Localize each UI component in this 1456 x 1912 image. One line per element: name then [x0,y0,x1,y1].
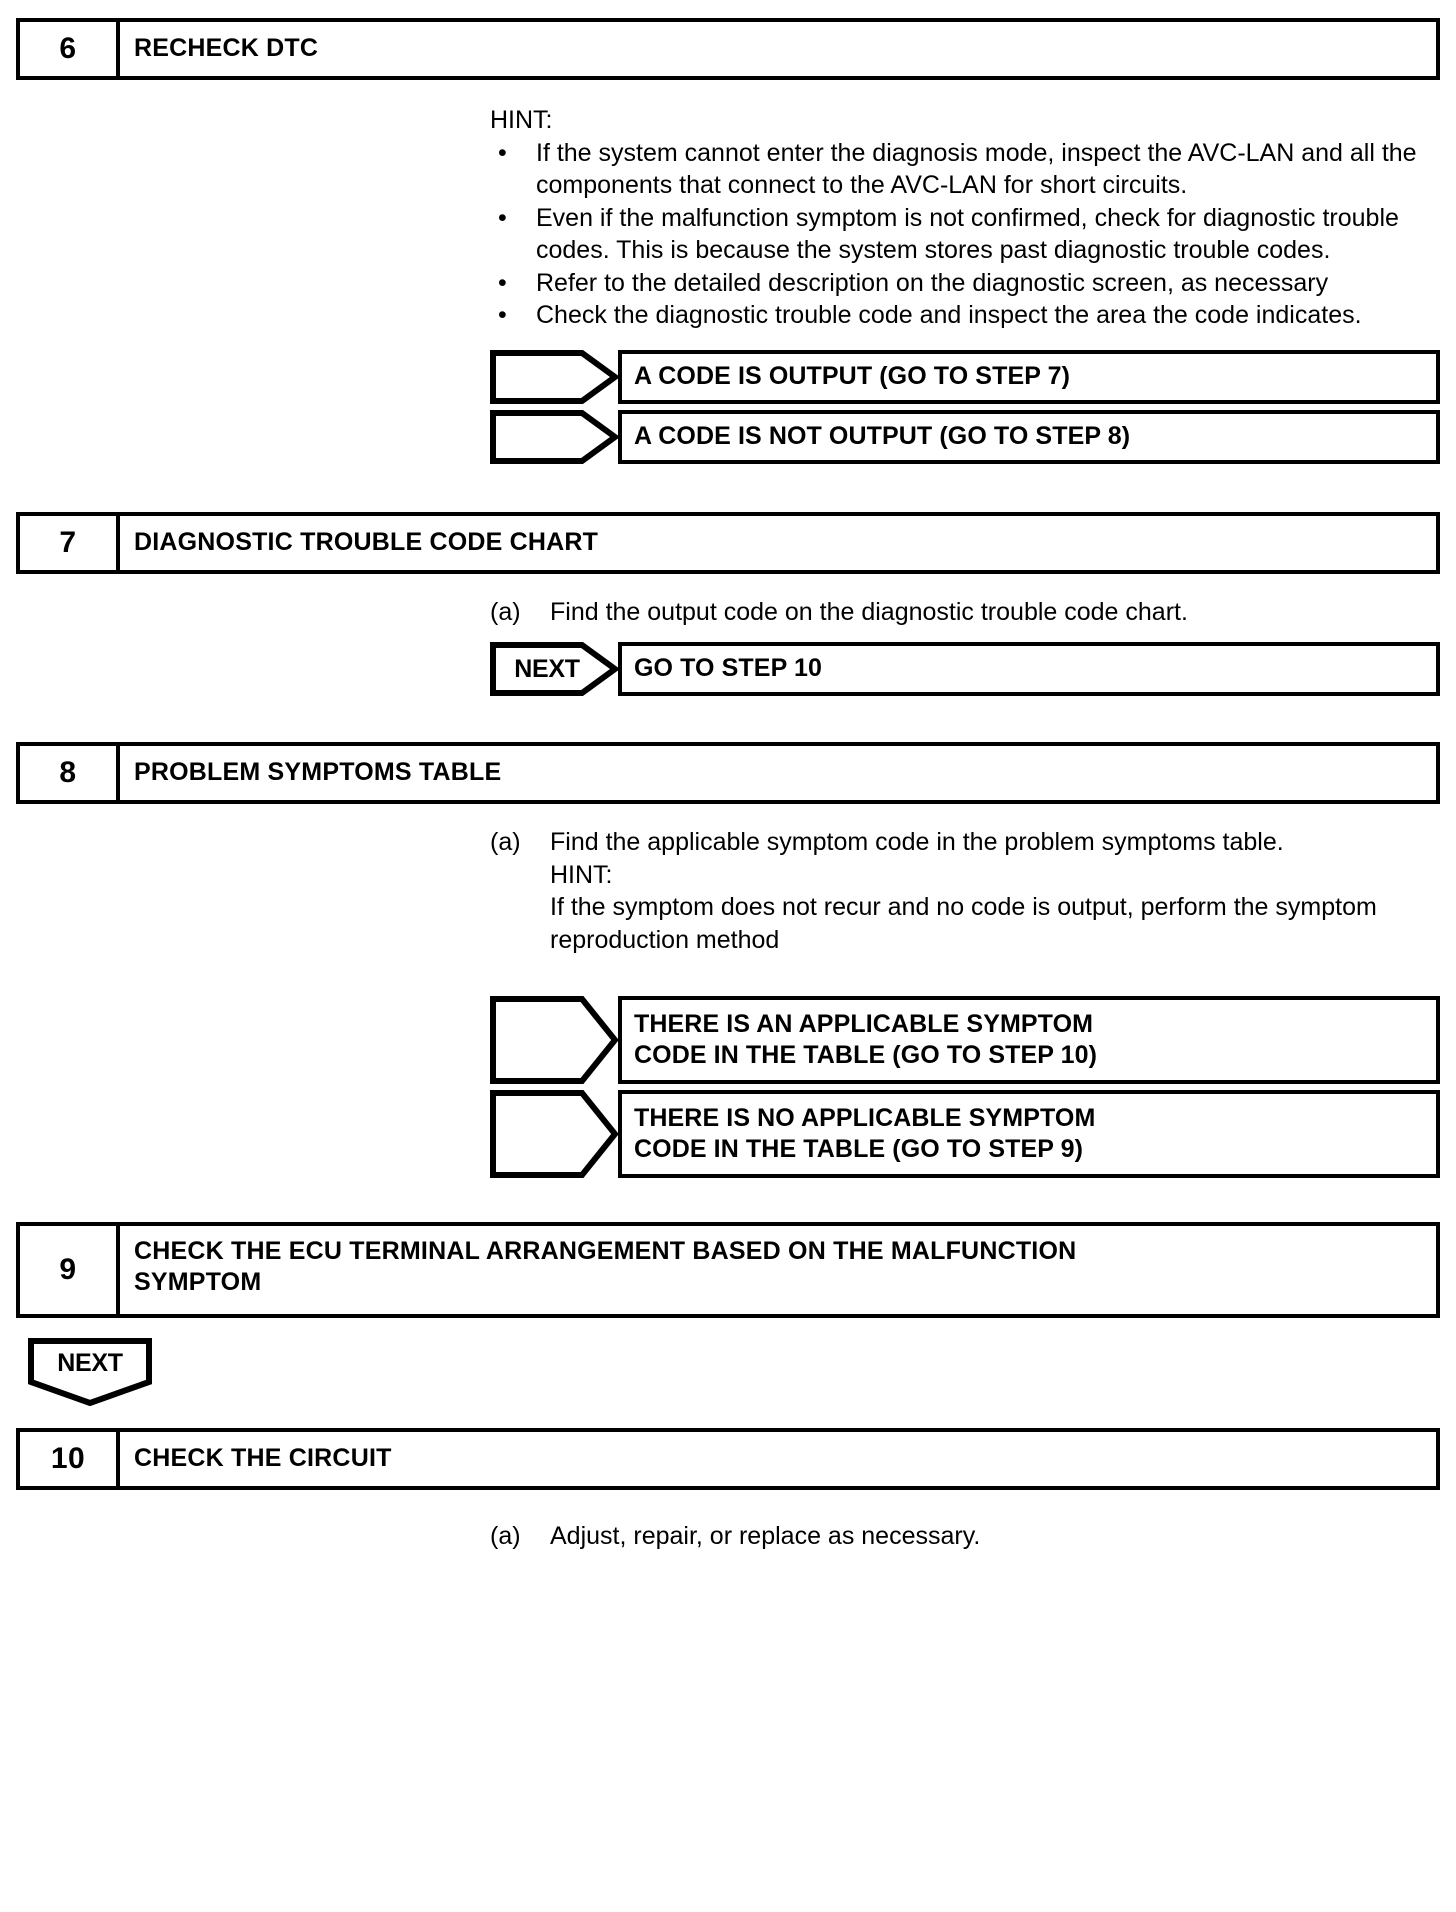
result-arrow-icon [490,1090,618,1178]
step-number: 10 [20,1432,120,1486]
step-header-6: 6 RECHECK DTC [16,18,1440,80]
result-text-box: THERE IS NO APPLICABLE SYMPTOM CODE IN T… [618,1090,1440,1178]
result-row: THERE IS AN APPLICABLE SYMPTOM CODE IN T… [490,996,1440,1084]
step-header-7: 7 DIAGNOSTIC TROUBLE CODE CHART [16,511,1440,574]
list-item: • Even if the malfunction symptom is not… [490,202,1440,267]
hint-text: If the symptom does not recur and no cod… [550,893,1377,954]
step-title: CHECK THE CIRCUIT [134,1444,392,1473]
step-number: 7 [20,515,120,570]
bullet-text: Even if the malfunction symptom is not c… [536,203,1399,265]
result-text-box: A CODE IS OUTPUT (GO TO STEP 7) [618,349,1440,404]
item-letter: (a) [490,1522,521,1550]
bullet-icon: • [498,138,507,167]
next-arrow-label: NEXT [514,654,580,683]
result-text-box: GO TO STEP 10 [618,642,1440,696]
bullet-icon: • [498,301,507,329]
list-item: • If the system cannot enter the diagnos… [490,137,1440,202]
result-line-2: CODE IN THE TABLE (GO TO STEP 10) [634,1041,1098,1069]
result-row: A CODE IS OUTPUT (GO TO STEP 7) [490,349,1440,404]
result-line-1: THERE IS AN APPLICABLE SYMPTOM [634,1009,1094,1038]
bullet-icon: • [498,203,507,232]
result-line-1: THERE IS NO APPLICABLE SYMPTOM [634,1103,1096,1132]
result-text-box: A CODE IS NOT OUTPUT (GO TO STEP 8) [618,409,1440,464]
item-letter: (a) [490,597,521,626]
result-arrow-icon [490,409,618,464]
step-10-body: (a) Adjust, repair, or replace as necess… [490,1520,1440,1553]
result-arrow-label [490,1090,604,1178]
bullet-text: Check the diagnostic trouble code and in… [536,301,1362,329]
hint-bullet-list: • If the system cannot enter the diagnos… [490,137,1440,332]
step-title: PROBLEM SYMPTOMS TABLE [134,758,502,787]
list-item: • Refer to the detailed description on t… [490,267,1440,300]
step-header-9: 9 CHECK THE ECU TERMINAL ARRANGEMENT BAS… [16,1222,1440,1318]
bullet-icon: • [498,268,507,297]
next-arrow-icon: NEXT [490,642,618,696]
result-arrow-icon [490,349,618,404]
lettered-item: (a) Adjust, repair, or replace as necess… [490,1520,1440,1553]
result-row: THERE IS NO APPLICABLE SYMPTOM CODE IN T… [490,1090,1440,1178]
step-title: CHECK THE ECU TERMINAL ARRANGEMENT BASED… [134,1237,1077,1297]
spacer [490,859,550,957]
hint-label: HINT: [550,860,613,889]
lettered-item: (a) Find the applicable symptom code in … [490,826,1440,859]
result-row: A CODE IS NOT OUTPUT (GO TO STEP 8) [490,409,1440,464]
item-letter: (a) [490,828,521,856]
result-arrow-label [490,350,604,404]
step-8-body: (a) Find the applicable symptom code in … [490,826,1440,956]
step-header-8: 8 PROBLEM SYMPTOMS TABLE [16,742,1440,804]
result-text-box: THERE IS AN APPLICABLE SYMPTOM CODE IN T… [618,996,1440,1084]
hint-group: HINT: If the symptom does not recur and … [490,859,1440,957]
bullet-text: If the system cannot enter the diagnosis… [536,138,1417,200]
step-7-body: (a) Find the output code on the diagnost… [490,596,1440,629]
step-6-body: HINT: • If the system cannot enter the d… [490,104,1440,332]
lettered-item: (a) Find the output code on the diagnost… [490,596,1440,629]
item-text: Adjust, repair, or replace as necessary. [550,1522,981,1550]
result-arrow-label [490,996,604,1084]
bullet-text: Refer to the detailed description on the… [536,268,1329,297]
next-connector-icon: NEXT [28,1338,152,1406]
step-number: 8 [20,746,120,800]
result-arrow-label [490,410,604,464]
hint-label: HINT: [490,106,553,134]
step-number: 9 [20,1226,120,1314]
result-arrow-icon [490,996,618,1084]
item-text: Find the output code on the diagnostic t… [550,597,1188,626]
list-item: • Check the diagnostic trouble code and … [490,299,1440,332]
step-header-10: 10 CHECK THE CIRCUIT [16,1428,1440,1490]
next-connector-label: NEXT [57,1348,123,1377]
step-number: 6 [20,22,120,76]
step-title: RECHECK DTC [134,34,319,63]
result-line-2: CODE IN THE TABLE (GO TO STEP 9) [634,1135,1084,1163]
step-title: DIAGNOSTIC TROUBLE CODE CHART [134,527,599,556]
item-text: Find the applicable symptom code in the … [550,828,1284,856]
result-row: NEXT GO TO STEP 10 [490,642,1440,696]
